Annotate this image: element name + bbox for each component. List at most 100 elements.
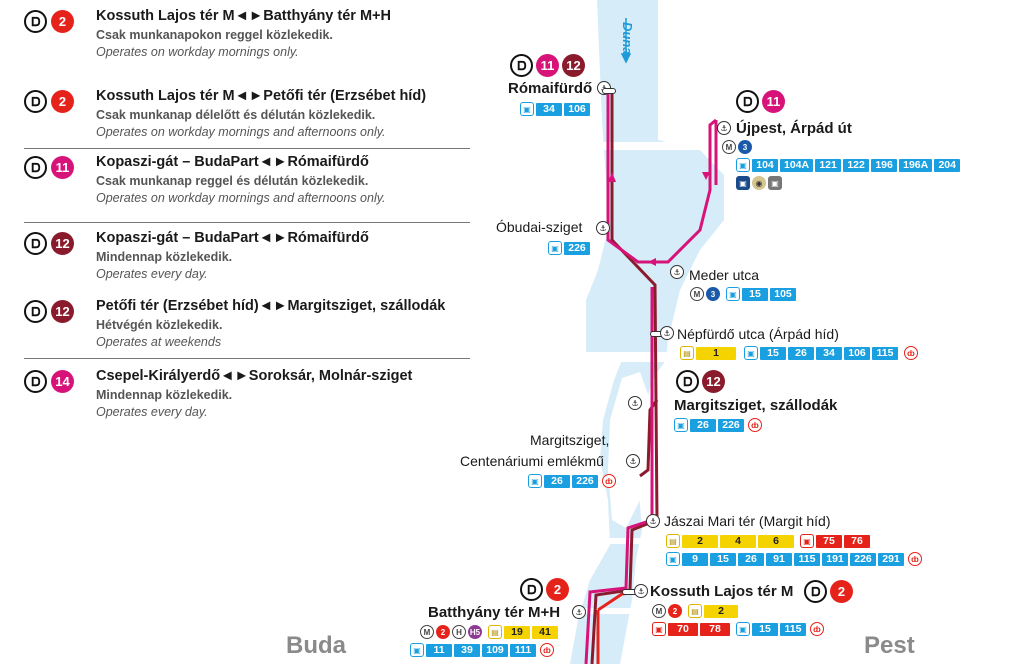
bus-line[interactable]: 9 — [682, 552, 708, 566]
bus-line[interactable]: 15 — [760, 346, 786, 360]
boat-icon — [24, 370, 47, 393]
tram-line[interactable]: 1 — [696, 346, 736, 360]
line-badge: 11 — [762, 90, 785, 113]
margaret-island — [608, 372, 650, 528]
bus-line[interactable]: 26 — [738, 552, 764, 566]
metro-icon: M — [722, 140, 736, 154]
line-badge: 12 — [702, 370, 725, 393]
route-note-hu: Csak munkanapokon reggel közlekedik. — [96, 28, 333, 42]
bus-line[interactable]: 104A — [780, 158, 814, 172]
bus-line[interactable]: 122 — [843, 158, 870, 172]
trolleybus-line[interactable]: 75 — [816, 534, 842, 548]
boat-icon — [736, 90, 759, 113]
hev-line-badge[interactable]: H5 — [468, 625, 482, 639]
stop-batthyany-ter[interactable]: Batthyány tér M+H — [428, 604, 561, 621]
bus-icon: ▣ — [736, 622, 750, 636]
stop-margitsziget-szallodak[interactable]: Margitsziget, szállodák — [674, 397, 838, 414]
direction-arrow-down — [702, 172, 710, 180]
ujpest-bus-row: ▣ 104 104A 121 122 196 196A 204 — [736, 158, 961, 172]
route-note-hu: Csak munkanap reggel és délután közleked… — [96, 174, 369, 188]
bus-line[interactable]: 106 — [844, 346, 870, 360]
bus-icon: ▣ — [736, 158, 750, 172]
route-note-en: Operates every day. — [96, 267, 208, 281]
bus-line[interactable]: 34 — [816, 346, 842, 360]
stop-romaifurdo[interactable]: Rómaifürdő — [508, 80, 593, 97]
bus-line[interactable]: 106 — [564, 102, 590, 116]
bus-line[interactable]: 26 — [690, 418, 716, 432]
bus-line[interactable]: 11 — [426, 643, 452, 657]
tram-line[interactable]: 2 — [682, 534, 718, 548]
bus-line[interactable]: 121 — [815, 158, 842, 172]
tram-line[interactable]: 4 — [720, 534, 756, 548]
route-title: Csepel-Királyerdő◄►Soroksár, Molnár-szig… — [96, 368, 413, 384]
bus-line[interactable]: 191 — [822, 552, 848, 566]
bus-line[interactable]: 104 — [752, 158, 778, 172]
bus-line[interactable]: 26 — [544, 474, 570, 488]
stop-jaszai-mari-ter[interactable]: Jászai Mari tér (Margit híd) — [664, 513, 831, 529]
route-note-hu: Csak munkanap délelőtt és délután közlek… — [96, 108, 376, 122]
route-title: Kossuth Lajos tér M◄►Petőfi tér (Erzsébe… — [96, 88, 427, 104]
tram-line[interactable]: 41 — [532, 625, 558, 639]
bus-line[interactable]: 291 — [878, 552, 904, 566]
pier-icon: ⚓ — [572, 605, 586, 619]
stop-meder-utca[interactable]: Meder utca — [689, 267, 760, 283]
bus-line[interactable]: 196A — [899, 158, 933, 172]
route-note-hu: Mindennap közlekedik. — [96, 388, 233, 402]
bus-line[interactable]: 26 — [788, 346, 814, 360]
bike-share-icon: ȸ — [748, 418, 762, 432]
bus-line[interactable]: 226 — [850, 552, 876, 566]
stop-ujpest[interactable]: Újpest, Árpád út — [736, 120, 852, 137]
bus-line[interactable]: 15 — [752, 622, 778, 636]
kossuth-lines: 2 — [804, 580, 853, 603]
bus-line[interactable]: 115 — [794, 552, 820, 566]
metro-line-badge[interactable]: 2 — [436, 625, 450, 639]
bus-line[interactable]: 15 — [710, 552, 736, 566]
bus-line[interactable]: 226 — [718, 418, 744, 432]
line-badge: 12 — [562, 54, 585, 77]
route-title: Petőfi tér (Erzsébet híd)◄►Margitsziget,… — [96, 298, 446, 314]
trolleybus-line[interactable]: 78 — [700, 622, 730, 636]
bus-line[interactable]: 196 — [871, 158, 898, 172]
trolleybus-line[interactable]: 70 — [668, 622, 698, 636]
bus-icon: ▣ — [410, 643, 424, 657]
trolleybus-line[interactable]: 76 — [844, 534, 870, 548]
stop-centenarium-line1[interactable]: Margitsziget, — [530, 432, 610, 448]
bus-line[interactable]: 39 — [454, 643, 480, 657]
bus-line[interactable]: 115 — [872, 346, 898, 360]
line-badge: 14 — [51, 370, 74, 393]
nepfurdo-transit-row: ▤ 1 ▣ 15 26 34 106 115 ȸ — [680, 346, 918, 360]
river-flow-arrow — [620, 18, 632, 64]
metro-line-badge[interactable]: 3 — [738, 140, 752, 154]
route-note-en: Operates on workday mornings and afterno… — [96, 125, 386, 139]
tram-line[interactable]: 2 — [704, 604, 738, 618]
bus-line[interactable]: 115 — [780, 622, 806, 636]
bus-line[interactable]: 15 — [742, 287, 768, 301]
bus-line[interactable]: 34 — [536, 102, 562, 116]
meder-transit-row: M 3 ▣ 15 105 — [690, 287, 796, 301]
stop-kossuth-lajos-ter[interactable]: Kossuth Lajos tér M — [650, 583, 794, 600]
tram-line[interactable]: 19 — [504, 625, 530, 639]
route-note-hu: Hétvégén közlekedik. — [96, 318, 223, 332]
bus-icon: ▣ — [744, 346, 758, 360]
bus-line[interactable]: 226 — [572, 474, 598, 488]
bus-icon: ▣ — [666, 552, 680, 566]
stop-obudai-sziget[interactable]: Óbudai-sziget — [496, 219, 583, 235]
bus-line[interactable]: 109 — [482, 643, 508, 657]
batthyany-lines: 2 — [520, 578, 569, 601]
metro-line-badge[interactable]: 2 — [668, 604, 682, 618]
bus-line[interactable]: 226 — [564, 241, 590, 255]
metro-line-badge[interactable]: 3 — [706, 287, 720, 301]
tram-icon: ▤ — [680, 346, 694, 360]
stop-centenarium-line2[interactable]: Centenáriumi emlékmű — [460, 453, 604, 469]
stop-nepfurdo-utca[interactable]: Népfürdő utca (Árpád híd) — [677, 326, 839, 342]
route-11-line — [584, 90, 718, 664]
batthyany-bus-row: ▣ 11 39 109 111 ȸ — [410, 643, 554, 657]
boat-icon — [520, 578, 543, 601]
night-bus-icon: ▣ — [736, 176, 750, 190]
bus-line[interactable]: 111 — [510, 643, 536, 657]
tram-line[interactable]: 6 — [758, 534, 794, 548]
bus-line[interactable]: 105 — [770, 287, 796, 301]
bus-line[interactable]: 91 — [766, 552, 792, 566]
bus-line[interactable]: 204 — [934, 158, 961, 172]
